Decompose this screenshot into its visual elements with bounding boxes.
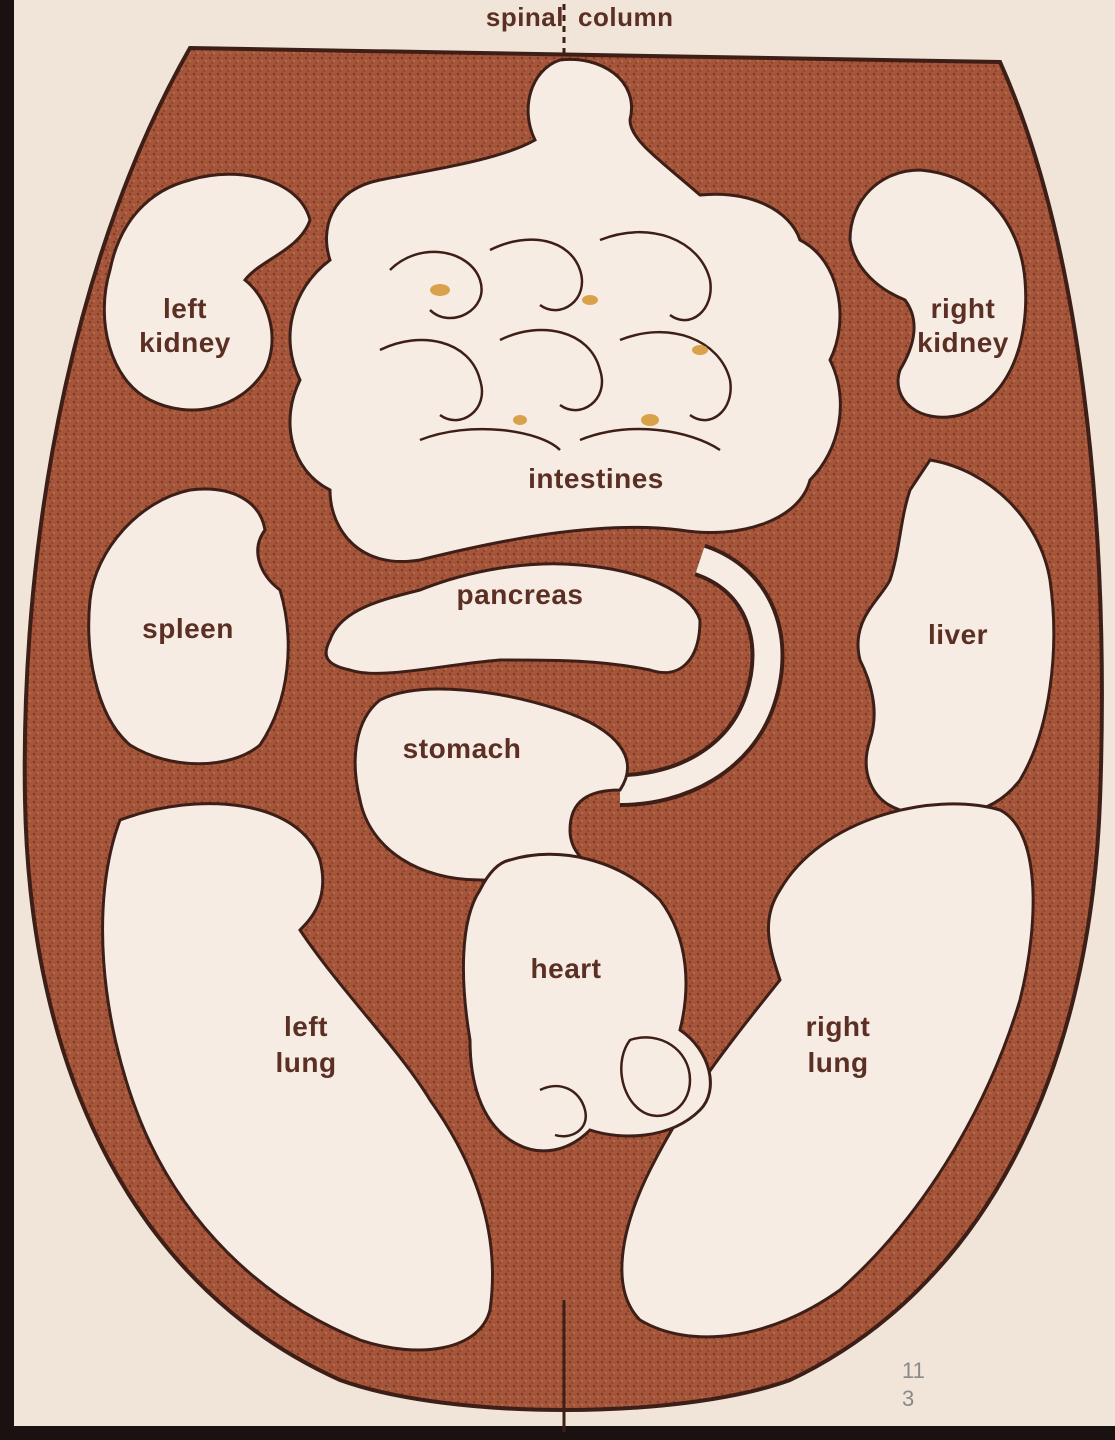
spinal-label: spinal (486, 2, 564, 32)
page-number-line2: 3 (902, 1386, 914, 1411)
left-kidney-label-line2: kidney (139, 327, 231, 358)
left-lung-label-line1: left (284, 1011, 328, 1042)
left-kidney-label-line1: left (163, 293, 207, 324)
pancreas-label: pancreas (457, 579, 584, 610)
right-lung-label-line1: right (806, 1011, 871, 1042)
spleen-label: spleen (142, 613, 234, 644)
stomach-label: stomach (403, 733, 522, 764)
page-number-line1: 11 (902, 1358, 925, 1383)
left-lung-label-line2: lung (275, 1047, 336, 1078)
column-label: column (578, 2, 673, 32)
right-kidney-label-line1: right (931, 293, 996, 324)
intestines-label: intestines (528, 463, 664, 494)
liver-label: liver (928, 619, 988, 650)
bottom-scan-border (0, 1426, 1115, 1440)
left-scan-border (0, 0, 14, 1440)
right-kidney-label-line2: kidney (917, 327, 1009, 358)
heart-label: heart (531, 953, 602, 984)
right-lung-label-line2: lung (807, 1047, 868, 1078)
